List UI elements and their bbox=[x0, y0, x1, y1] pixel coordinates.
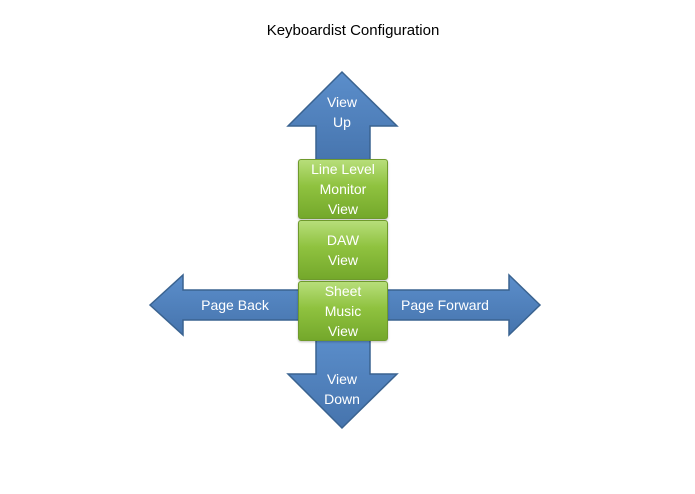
line-level-monitor-view-box: Line Level Monitor View bbox=[298, 159, 388, 219]
diagram-title: Keyboardist Configuration bbox=[266, 22, 440, 39]
sheet-music-view-box: Sheet Music View bbox=[298, 281, 388, 341]
page-forward-label: Page Forward bbox=[401, 297, 489, 313]
daw-view-box: DAW View bbox=[298, 220, 388, 280]
page-back-label: Page Back bbox=[201, 297, 269, 313]
view-up-label: View Up bbox=[326, 94, 358, 130]
view-down-label: View Down bbox=[324, 371, 360, 407]
